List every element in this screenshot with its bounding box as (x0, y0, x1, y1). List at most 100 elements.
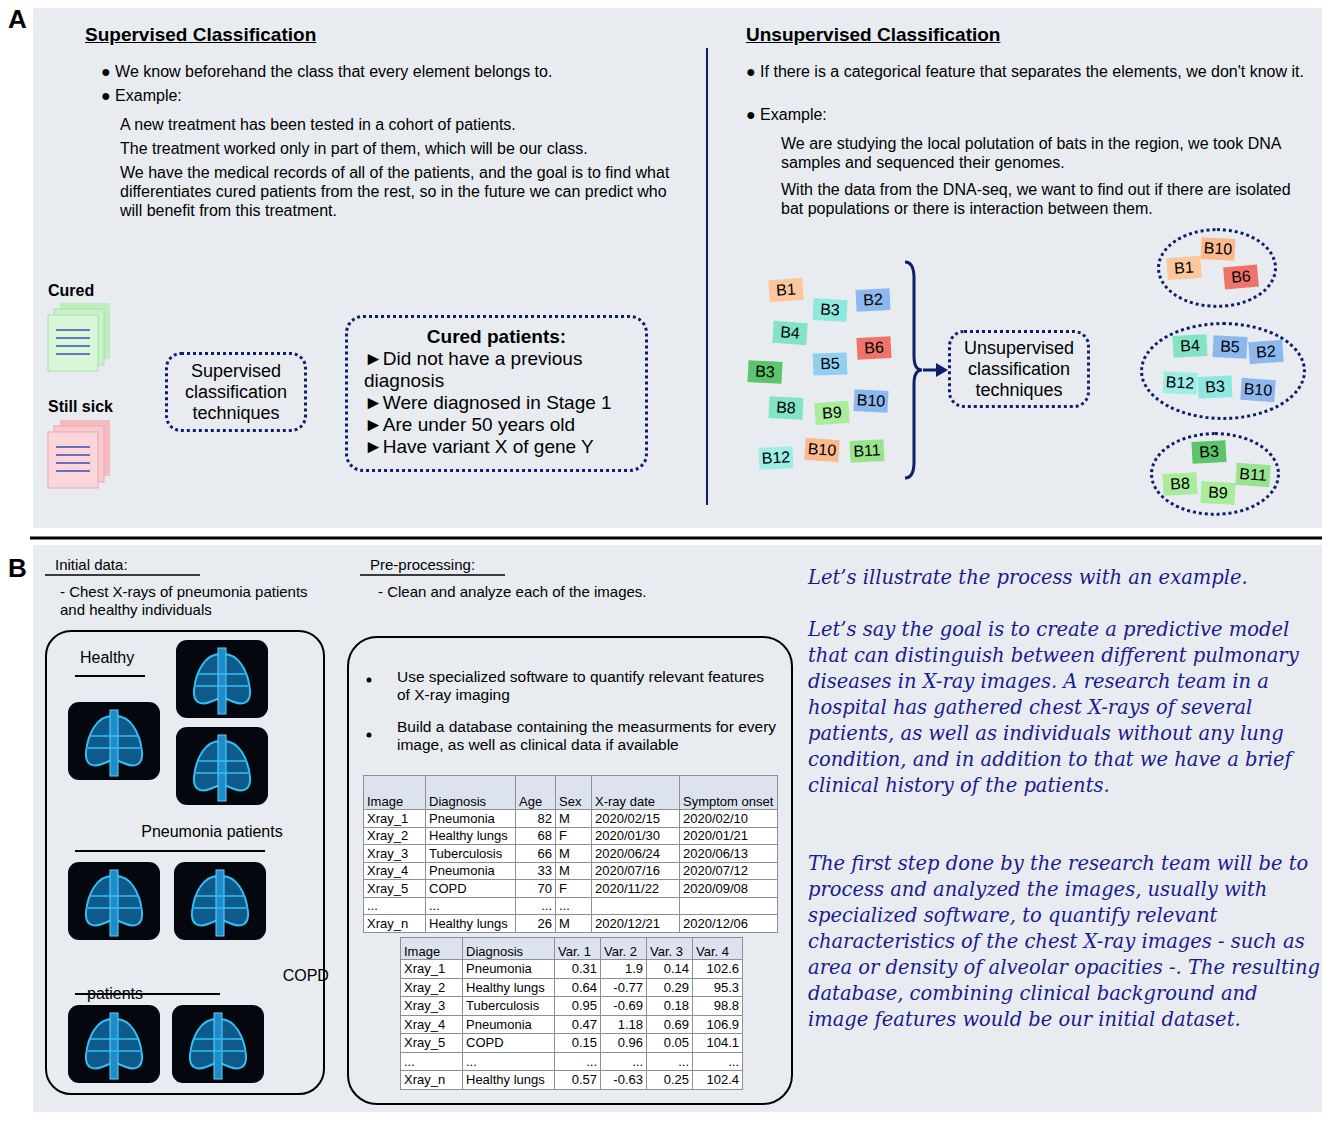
table-cell: 82 (516, 810, 556, 828)
bat-label: B9 (1208, 483, 1228, 501)
bat-label: B8 (1170, 475, 1190, 493)
panel-letter: A (8, 4, 38, 35)
bat-tag: B8 (768, 396, 803, 420)
table-row: Xray_nHealthy lungs0.57-0.630.25102.4 (401, 1071, 743, 1090)
table-cell-text: 1.9 (625, 961, 643, 976)
process-box: Cured patients:►Did not have a previous … (345, 315, 648, 472)
narrative-text: Let’s say the goal is to create a predic… (808, 617, 1322, 799)
table-cell: Pneumonia (463, 960, 555, 979)
table-row: Xray_4Pneumonia0.471.180.69106.9 (401, 1015, 743, 1034)
table-cell-text: Diagnosis (429, 794, 486, 809)
group-heading: COPD patients (87, 967, 329, 1002)
cluster-ellipse: B1B10B6 (1157, 228, 1277, 308)
bullet-dot (367, 678, 372, 683)
table-cell-text: 0.25 (664, 1072, 689, 1087)
bullet-item: ►Have variant X of gene Y (364, 436, 629, 458)
table-cell-text: ... (678, 1054, 689, 1069)
table-cell: -0.63 (601, 1071, 647, 1090)
table-cell: 102.6 (693, 960, 743, 979)
table-cell: 102.4 (693, 1071, 743, 1090)
table-cell-text: Xray_3 (404, 998, 445, 1013)
table-cell: 2020/09/08 (680, 880, 778, 898)
table-cell-text: -0.77 (613, 980, 643, 995)
table-cell: Xray_4 (401, 1015, 463, 1034)
bat-label: B3 (1205, 378, 1225, 396)
xray-image (68, 1005, 160, 1083)
table-cell: 0.18 (647, 997, 693, 1016)
text-label: We have the medical records of all of th… (120, 163, 680, 220)
bat-label: B3 (1199, 443, 1219, 461)
table-cell-text: Xray_4 (367, 863, 408, 878)
table-cell: Healthy lungs (463, 978, 555, 997)
table-cell-text: ... (541, 898, 552, 913)
table-cell-text: 66 (538, 846, 552, 861)
panel-divider (30, 537, 1322, 540)
bat-label: B8 (776, 398, 796, 416)
table-cell-text: 0.47 (572, 1017, 597, 1032)
table-cell-text: 2020/06/13 (683, 846, 748, 861)
bat-tag: B3 (1197, 375, 1232, 399)
table-cell: ... (463, 1052, 555, 1071)
narrative-text: The first step done by the research team… (808, 851, 1322, 1033)
table-row: ImageDiagnosisAgeSexX-ray dateSymptom on… (364, 776, 778, 810)
box-label: Unsupervised classification techniques (957, 338, 1081, 401)
table-cell-text: Xray_2 (367, 828, 408, 843)
table-cell: -0.69 (601, 997, 647, 1016)
bat-label: B10 (1243, 380, 1273, 399)
bat-tag: B5 (1212, 335, 1247, 359)
process-box: Unsupervised classification techniques (948, 330, 1090, 408)
table-cell: 33 (516, 862, 556, 880)
table-cell-text: Tuberculosis (429, 846, 502, 861)
cluster-ellipse: B4B5B2B12B3B10 (1140, 322, 1306, 420)
table-cell-text: 2020/01/30 (595, 828, 660, 843)
process-box: HealthyPneumonia patientsCOPD patients (45, 630, 325, 1095)
bat-tag: B2 (1248, 340, 1283, 364)
table-cell: 0.14 (647, 960, 693, 979)
table-cell: Tuberculosis (463, 997, 555, 1016)
bat-label: B10 (856, 391, 885, 409)
table-cell-text: Xray_5 (367, 881, 408, 896)
xray-image (176, 727, 268, 805)
group-heading: Healthy (80, 649, 134, 666)
table-cell-text: 106.9 (706, 1017, 739, 1032)
table-cell-text: Image (404, 944, 440, 959)
bat-tag: B3 (812, 298, 847, 322)
table-row: ImageDiagnosisVar. 1Var. 2Var. 3Var. 4 (401, 938, 743, 960)
panel-letter: B (8, 553, 38, 584)
text-label: ● Example: (746, 105, 1046, 124)
bullet-item: ►Are under 50 years old (364, 414, 629, 436)
xray-image (174, 862, 266, 940)
table-cell: Xray_2 (364, 827, 426, 845)
bat-label: B12 (1165, 373, 1194, 391)
table-cell-text: -0.69 (613, 998, 643, 1013)
table-cell-text: 0.15 (572, 1035, 597, 1050)
bullet-item: ►Were diagnosed in Stage 1 (364, 392, 629, 414)
table-cell (680, 897, 778, 915)
table-row: Xray_nHealthy lungs26M2020/12/212020/12/… (364, 915, 778, 933)
table-cell: Var. 2 (601, 938, 647, 960)
table-cell-text: Age (519, 794, 542, 809)
bat-label: B6 (864, 339, 884, 357)
table-cell-text: Healthy lungs (466, 1072, 545, 1087)
text-label: ● We know beforehand the class that ever… (101, 62, 671, 81)
document-label: Cured (48, 282, 118, 300)
sick-document-icon (48, 420, 110, 488)
table-cell-text: 70 (538, 881, 552, 896)
table-cell: COPD (426, 880, 516, 898)
table-cell: Sex (556, 776, 592, 810)
bat-tag: B4 (772, 321, 807, 345)
data-table: ImageDiagnosisVar. 1Var. 2Var. 3Var. 4 Xr… (400, 937, 743, 1090)
group-heading: Pneumonia patients (141, 823, 282, 840)
table-cell-text: Sex (559, 794, 581, 809)
table-cell-text: 95.3 (714, 980, 739, 995)
bat-tag: B10 (1240, 378, 1275, 402)
bat-label: B10 (1203, 239, 1232, 257)
table-cell: 26 (516, 915, 556, 933)
bullet-item: Build a database containing the measurme… (397, 718, 777, 754)
heading-underline (45, 574, 200, 576)
table-cell-text: M (559, 863, 570, 878)
narrative-text: Let’s illustrate the process with an exa… (808, 565, 1322, 591)
bat-label: B5 (1220, 337, 1240, 355)
table-cell-text: Xray_1 (367, 811, 408, 826)
bat-label: B3 (820, 300, 840, 318)
